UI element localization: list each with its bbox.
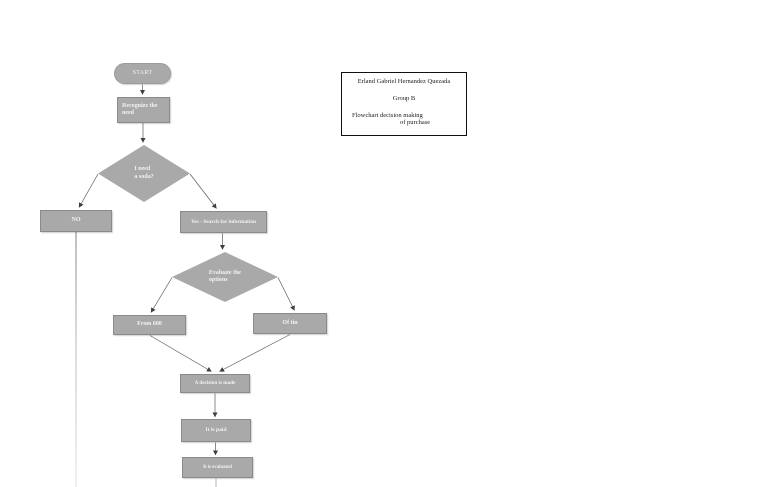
option-of-tin: Of tin	[253, 313, 327, 334]
process-decision-made: A decision is made	[180, 374, 250, 393]
yes-search-label: Yes - Search for information	[190, 218, 257, 225]
decision-made-label: A decision is made	[194, 380, 236, 387]
author-name: Erland Gabriel Hernandez Quezada	[357, 78, 451, 85]
no-label: NO	[71, 217, 81, 224]
chart-title-line2: of purchase	[400, 119, 431, 127]
of-tin-label: Of tin	[282, 319, 298, 326]
start-terminator: START	[114, 63, 171, 84]
process-it-is-paid: It is paid	[181, 419, 251, 442]
title-box: Erland Gabriel Hernandez Quezada Group B…	[341, 72, 467, 136]
group-label: Group B	[392, 94, 416, 102]
start-label: START	[132, 69, 153, 76]
branch-no: NO	[40, 210, 112, 232]
branch-yes-search-information: Yes - Search for information	[180, 211, 267, 233]
process-it-is-evaluated: It is evaluated	[182, 457, 253, 478]
it-is-paid-label: It is paid	[205, 427, 227, 433]
chart-title-line1: Flowchart decision making	[352, 111, 423, 119]
from-600-label: From 600	[137, 321, 162, 328]
option-from-600: From 600	[113, 315, 186, 335]
it-is-evaluated-label: It is evaluated	[203, 464, 232, 470]
